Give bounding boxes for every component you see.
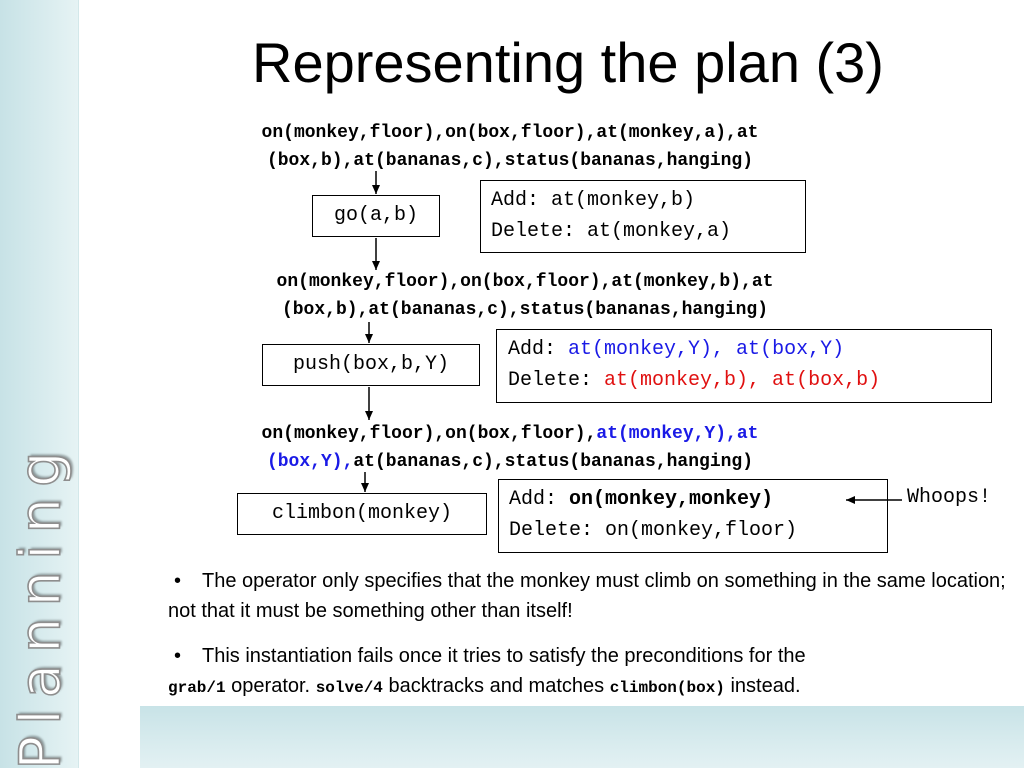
operator-push: push(box,b,Y): [262, 344, 480, 386]
delete-value: at(monkey,a): [587, 220, 732, 243]
bullet-1-text: The operator only specifies that the mon…: [168, 570, 1006, 622]
effects-go-add: Add: at(monkey,b): [491, 185, 805, 216]
effects-push-delete: Delete: at(monkey,b), at(box,b): [508, 365, 991, 396]
code-grab: grab/1: [168, 679, 226, 697]
add-value: on(monkey,monkey): [569, 488, 774, 511]
delete-label: Delete:: [491, 220, 576, 243]
bullet-dot: •: [174, 570, 182, 592]
effects-climbon-add: Add: on(monkey,monkey): [509, 484, 887, 515]
effects-go: Add: at(monkey,b) Delete: at(monkey,a): [480, 180, 806, 253]
bullet-2: • This instantiation fails once it tries …: [168, 641, 1018, 703]
state-3-plain-2: at(bananas,c),status(bananas,hanging): [353, 452, 754, 472]
bullet-2-text-4: instead.: [730, 675, 801, 697]
delete-label: Delete:: [508, 369, 593, 392]
delete-label: Delete:: [509, 519, 594, 542]
footer-band: [140, 706, 1024, 768]
state-2: on(monkey,floor),on(box,floor),at(monkey…: [155, 268, 895, 324]
add-value: at(monkey,b): [551, 189, 696, 212]
add-label: Add:: [509, 488, 558, 511]
state-1-line-2: (box,b),at(bananas,c),status(bananas,han…: [266, 151, 754, 171]
state-1-line-1: on(monkey,floor),on(box,floor),at(monkey…: [261, 123, 759, 143]
add-label: Add:: [508, 338, 557, 361]
add-value: at(monkey,Y), at(box,Y): [568, 338, 845, 361]
bullet-2-text-2: operator.: [231, 675, 311, 697]
operator-go: go(a,b): [312, 195, 440, 237]
effects-go-delete: Delete: at(monkey,a): [491, 216, 805, 247]
state-3-plain-1: on(monkey,floor),on(box,floor),: [261, 424, 597, 444]
effects-climbon: Add: on(monkey,monkey) Delete: on(monkey…: [498, 479, 888, 553]
effects-push: Add: at(monkey,Y), at(box,Y) Delete: at(…: [496, 329, 992, 403]
code-solve: solve/4: [315, 679, 383, 697]
state-3-line-1: on(monkey,floor),on(box,floor),at(monkey…: [140, 420, 880, 448]
state-3-highlight-1: at(monkey,Y),at: [596, 424, 759, 444]
state-1: on(monkey,floor),on(box,floor),at(monkey…: [140, 119, 880, 175]
state-3: on(monkey,floor),on(box,floor),at(monkey…: [140, 420, 880, 476]
code-climbon-box: climbon(box): [609, 679, 725, 697]
bullet-2-text-3: backtracks and matches: [388, 675, 605, 697]
add-label: Add:: [491, 189, 540, 212]
slide-title: Representing the plan (3): [252, 31, 884, 94]
delete-value: on(monkey,floor): [605, 519, 798, 542]
bullet-dot: •: [174, 645, 182, 667]
whoops-annotation: Whoops!: [907, 486, 992, 509]
sidebar: Planning: [0, 0, 79, 770]
bullet-2-text-1: This instantiation fails once it tries t…: [202, 645, 806, 667]
operator-climbon: climbon(monkey): [237, 493, 487, 535]
effects-push-add: Add: at(monkey,Y), at(box,Y): [508, 334, 991, 365]
effects-climbon-delete: Delete: on(monkey,floor): [509, 515, 887, 546]
state-3-line-2: (box,Y),at(bananas,c),status(bananas,han…: [140, 448, 880, 476]
delete-value: at(monkey,b), at(box,b): [604, 369, 881, 392]
sidebar-title: Planning: [8, 440, 75, 770]
state-2-line-1: on(monkey,floor),on(box,floor),at(monkey…: [276, 272, 774, 292]
bullet-1: •The operator only specifies that the mo…: [168, 566, 1018, 626]
state-2-line-2: (box,b),at(bananas,c),status(bananas,han…: [281, 300, 769, 320]
state-3-highlight-2: (box,Y),: [266, 452, 354, 472]
